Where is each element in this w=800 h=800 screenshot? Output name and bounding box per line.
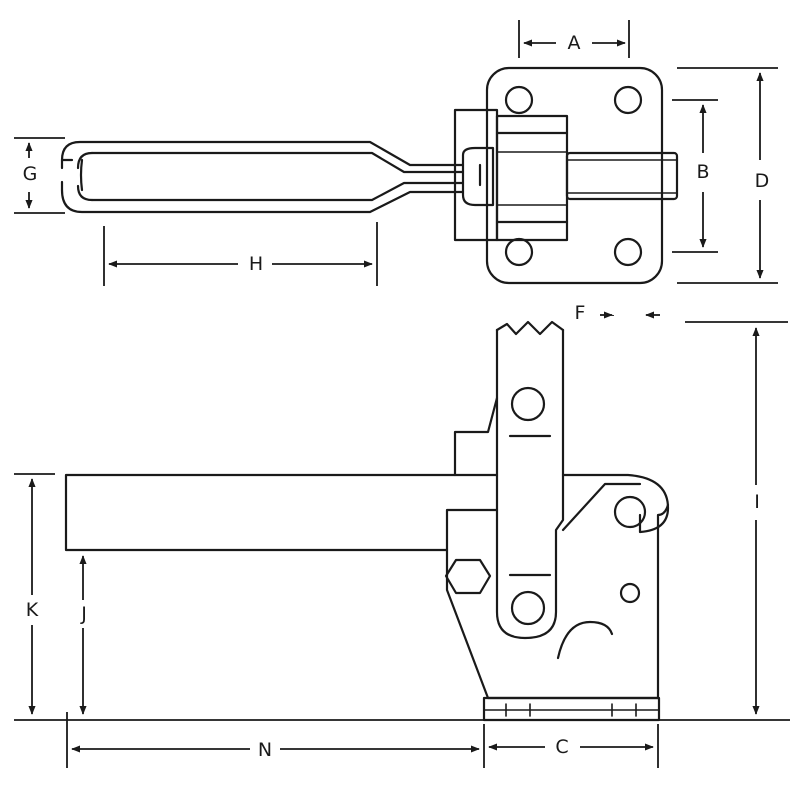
dim-label-a: A [568,32,581,54]
side-handle-bar [64,473,499,552]
side-dimensions: F I K J N C [14,302,790,768]
side-pivot-hole-top [613,495,647,529]
top-hole-br [613,237,643,267]
top-view [60,66,679,285]
top-hole-tr [613,85,643,115]
side-arm-hole-bottom [510,590,546,626]
top-dimensions: A B D G H [14,20,778,286]
side-base-plate [482,696,661,722]
top-hole-bl [504,237,534,267]
dim-label-h: H [249,253,263,275]
dim-label-i: I [754,491,760,513]
top-base-plate [485,66,664,285]
dim-label-k: K [26,599,39,621]
top-left-block [453,108,499,242]
dim-label-b: B [696,161,709,183]
dim-label-d: D [755,170,770,192]
side-spindle-arm [495,328,565,640]
dim-label-f: F [575,302,586,324]
side-view [64,320,670,722]
side-arm-hole-top [510,386,546,422]
dim-label-g: G [23,163,38,185]
side-hex-bolt [444,558,492,595]
top-hole-tl [504,85,534,115]
dim-label-j: J [80,603,87,625]
dim-label-c: C [555,736,568,758]
side-pivot-hole-small [619,582,641,604]
dim-label-n: N [258,739,272,761]
top-spindle [565,151,679,201]
